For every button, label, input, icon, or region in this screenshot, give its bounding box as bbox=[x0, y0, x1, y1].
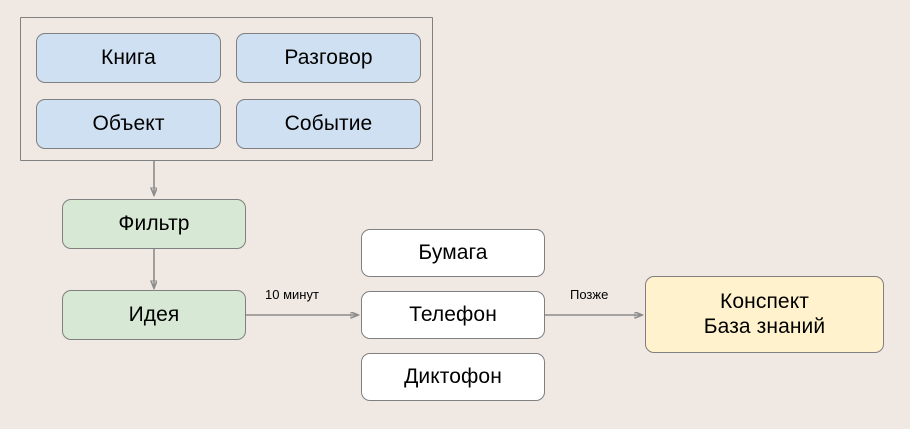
capture-node-bumaga[interactable]: Бумага bbox=[361, 229, 545, 277]
source-node-razgovor[interactable]: Разговор bbox=[236, 33, 421, 83]
capture-node-telefon[interactable]: Телефон bbox=[361, 291, 545, 339]
process-node-filtr[interactable]: Фильтр bbox=[62, 199, 246, 249]
source-node-sobytie[interactable]: Событие bbox=[236, 99, 421, 149]
process-node-ideya[interactable]: Идея bbox=[62, 290, 246, 340]
edge-label-ten-minutes: 10 минут bbox=[265, 287, 319, 302]
edge-label-later: Позже bbox=[570, 287, 609, 302]
capture-node-diktofon[interactable]: Диктофон bbox=[361, 353, 545, 401]
sources-group-box bbox=[20, 17, 433, 161]
source-node-obekt[interactable]: Объект bbox=[36, 99, 221, 149]
source-node-kniga[interactable]: Книга bbox=[36, 33, 221, 83]
output-node-konspekt[interactable]: Конспект База знаний bbox=[645, 276, 884, 353]
